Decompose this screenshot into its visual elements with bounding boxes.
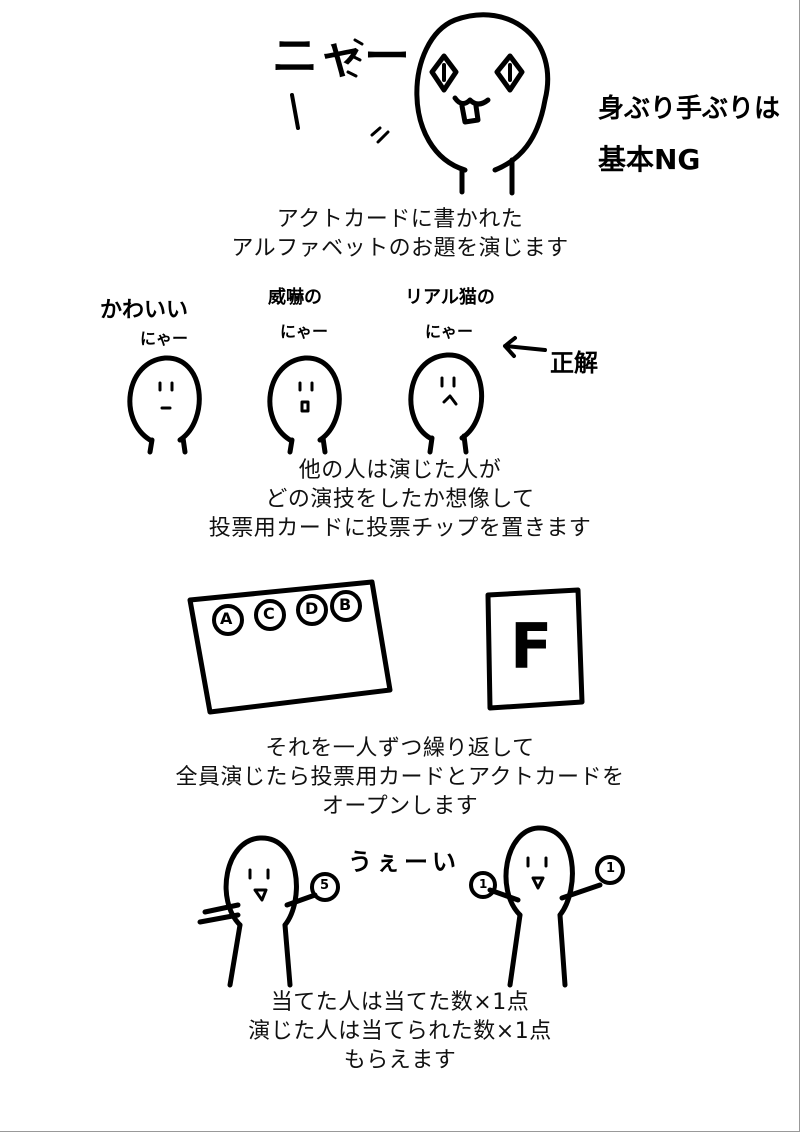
right-coin-value-2: 1: [606, 861, 616, 876]
caption-line: 当てた人は当てた数×1点: [270, 990, 530, 1015]
caption-line: アルファベットのお題を演じます: [231, 236, 569, 261]
caption-line: オープンします: [321, 794, 479, 819]
correct-label: 正解: [550, 349, 598, 377]
face-sound-real-cat: にゃー: [425, 322, 474, 341]
step2-caption: 他の人は演じた人が どの演技をしたか想像して 投票用カードに投票チップを置きます: [0, 456, 799, 543]
gesture-note-line1: 身ぶり手ぶりは: [598, 94, 781, 124]
left-coin-value: 5: [320, 878, 330, 893]
meow-sound-text: ニャー: [272, 29, 410, 83]
step1-caption: アクトカードに書かれた アルファベットのお題を演じます: [0, 205, 799, 263]
act-card-illustration: [485, 587, 585, 711]
vote-chip-b: B: [339, 595, 352, 614]
face-cute: [127, 355, 202, 455]
winner-figure: [197, 835, 340, 988]
shout-text: うぇーい: [348, 848, 460, 876]
caption-line: もらえます: [343, 1048, 457, 1073]
caption-line: どの演技をしたか想像して: [265, 487, 535, 512]
arrow-left-icon: [503, 336, 547, 358]
caption-line: 他の人は演じた人が: [298, 458, 502, 483]
loser-figure: [469, 825, 625, 988]
gesture-note-line2: 基本NG: [598, 143, 701, 176]
face-real-cat: [408, 352, 485, 455]
face-sound-cute: にゃー: [140, 329, 189, 348]
step4-caption: 当てた人は当てた数×1点 演じた人は当てられた数×1点 もらえます: [0, 988, 799, 1075]
caption-line: アクトカードに書かれた: [276, 207, 524, 232]
act-card-letter: F: [510, 610, 553, 683]
face-label-real-cat: リアル猫の: [405, 287, 495, 308]
face-label-cute: かわいい: [100, 298, 189, 323]
vote-card-illustration: [187, 579, 393, 715]
step3-caption: それを一人ずつ繰り返して 全員演じたら投票用カードとアクトカードを オープンしま…: [0, 734, 799, 821]
vote-chip-c: C: [263, 604, 275, 623]
caption-line: 演じた人は当てられた数×1点: [248, 1019, 552, 1044]
caption-line: それを一人ずつ繰り返して: [265, 736, 535, 761]
right-coin-value-1: 1: [479, 877, 488, 891]
face-sound-threatening: にゃー: [280, 322, 329, 341]
face-threatening: [267, 355, 342, 455]
caption-line: 全員演じたら投票用カードとアクトカードを: [175, 765, 625, 790]
caption-line: 投票用カードに投票チップを置きます: [208, 516, 592, 541]
vote-chip-d: D: [305, 599, 319, 618]
face-label-threatening: 威嚇の: [268, 287, 322, 308]
vote-chip-a: A: [220, 609, 233, 628]
big-head-illustration: [290, 12, 551, 196]
